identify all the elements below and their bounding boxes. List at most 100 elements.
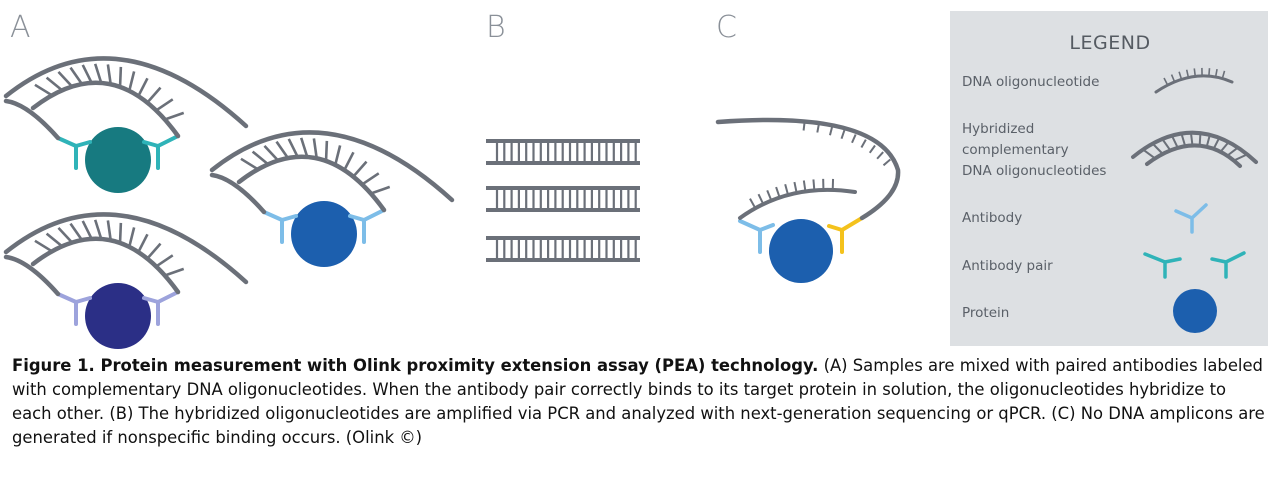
figure-caption: Figure 1. Protein measurement with Olink…: [12, 354, 1268, 450]
dna-tick: [784, 184, 790, 196]
dna-rung: [1170, 135, 1179, 149]
dna-tick: [812, 179, 816, 191]
dna-tick: [766, 189, 773, 201]
dna-rung: [81, 220, 93, 240]
legend-label-antibody: Antibody: [962, 210, 1022, 226]
dna-rung: [251, 150, 269, 166]
dna-rung: [324, 140, 329, 162]
dna-tick: [840, 129, 846, 139]
dna-rung: [106, 220, 112, 241]
legend-label-hybridized-dna: complementary: [962, 142, 1069, 158]
dna-rung: [1219, 141, 1230, 153]
dna-strand-link: [3, 98, 61, 141]
panel-c-label: C: [716, 10, 737, 45]
dna-rung: [299, 137, 309, 158]
dna-rung: [1161, 138, 1172, 152]
dna-rung: [118, 66, 123, 88]
dna-rung: [57, 70, 74, 88]
dna-tick: [1221, 70, 1226, 79]
dna-rung: [333, 145, 342, 166]
dna-rung: [164, 267, 185, 277]
dna-tick: [1178, 71, 1183, 80]
dna-tick: [793, 181, 798, 194]
dna-tick: [1185, 69, 1190, 78]
legend-label-antibody-pair: Antibody pair: [962, 258, 1053, 274]
dna-rung: [1180, 133, 1187, 147]
dna-tick: [775, 186, 781, 198]
dna-tick: [1163, 77, 1169, 86]
legend-label-hybridized-dna: Hybridized: [962, 121, 1034, 137]
caption-body: (A) Samples are mixed with paired antibo…: [12, 356, 1265, 447]
dna-rung: [352, 160, 368, 178]
dna-strand-outer: [209, 130, 455, 203]
panel-a: [3, 56, 455, 349]
dna-rung: [34, 239, 53, 253]
amplicon: [486, 186, 640, 212]
antibody-left-icon: [56, 292, 92, 326]
antibody-right: [1210, 251, 1246, 279]
protein: [85, 127, 151, 193]
dna-rung: [45, 232, 63, 248]
dna-rung: [81, 64, 93, 84]
dna-rung: [164, 111, 185, 121]
dna-rung: [137, 233, 149, 253]
dna-rung: [1233, 153, 1248, 162]
antibody-left-icon: [262, 210, 298, 244]
dna-tick: [802, 180, 807, 192]
antibody-right-icon: [827, 216, 864, 254]
dna-strand-outer: [3, 212, 249, 285]
hybridized-dna-icon: [1131, 130, 1258, 168]
dna-strand-short: [738, 187, 857, 220]
legend-label-hybridized-dna: DNA oligonucleotides: [962, 163, 1106, 179]
dna-tick: [1208, 68, 1211, 77]
dna-tick: [868, 144, 876, 154]
dna-rung: [370, 185, 391, 195]
dna-tick: [816, 123, 820, 133]
antibody-right-icon: [142, 290, 180, 326]
panel-b-amplicons: [486, 139, 640, 262]
protein: [85, 283, 151, 349]
dna-rung: [287, 138, 299, 158]
dna-rung: [93, 219, 103, 240]
dna-tick: [1193, 68, 1197, 77]
dna-strand-inner: [1145, 143, 1242, 168]
dna-rung: [69, 222, 83, 241]
antibody-right-icon: [142, 134, 180, 170]
dna-tick: [757, 193, 765, 205]
dna-oligo-icon: [1154, 67, 1234, 94]
legend-label-dna-oligo: DNA oligonucleotide: [962, 74, 1099, 90]
dna-rung: [45, 76, 63, 92]
dna-rung: [263, 144, 280, 162]
dna-tick: [1214, 68, 1218, 78]
dna-strand-outer: [3, 56, 249, 129]
dna-rung: [69, 66, 83, 85]
dna-rung: [146, 242, 162, 260]
dna-strand-long: [715, 117, 901, 221]
dna-rung: [275, 140, 289, 159]
dna-rung: [118, 222, 123, 244]
antibody-icon: [1174, 203, 1208, 234]
dna-tick: [828, 126, 834, 136]
amplicon: [486, 139, 640, 165]
pea-diagram: A B C LEGEND DNA oligonucleotideHybridiz…: [3, 10, 1268, 349]
dna-rung: [155, 254, 174, 268]
hybridized-complex-blue: [209, 130, 455, 267]
dna-rung: [137, 77, 149, 97]
dna-rung: [1142, 148, 1156, 160]
protein-icon: [1173, 289, 1217, 333]
dna-tick: [749, 198, 757, 209]
dna-rung: [1198, 133, 1202, 146]
dna-rung: [34, 83, 53, 97]
dna-tick: [876, 151, 884, 160]
dna-strand-outer: [1131, 130, 1258, 164]
dna-rung: [1226, 146, 1239, 157]
panel-b-label: B: [486, 10, 506, 45]
antibody-left: [1143, 252, 1182, 279]
antibody-left-icon: [56, 136, 92, 170]
antibody-pair-icon: [1143, 251, 1246, 279]
antibody-right-icon: [348, 208, 386, 244]
dna-tick: [1170, 74, 1176, 83]
dna-rung: [1189, 132, 1194, 146]
dna-rung: [106, 64, 112, 85]
